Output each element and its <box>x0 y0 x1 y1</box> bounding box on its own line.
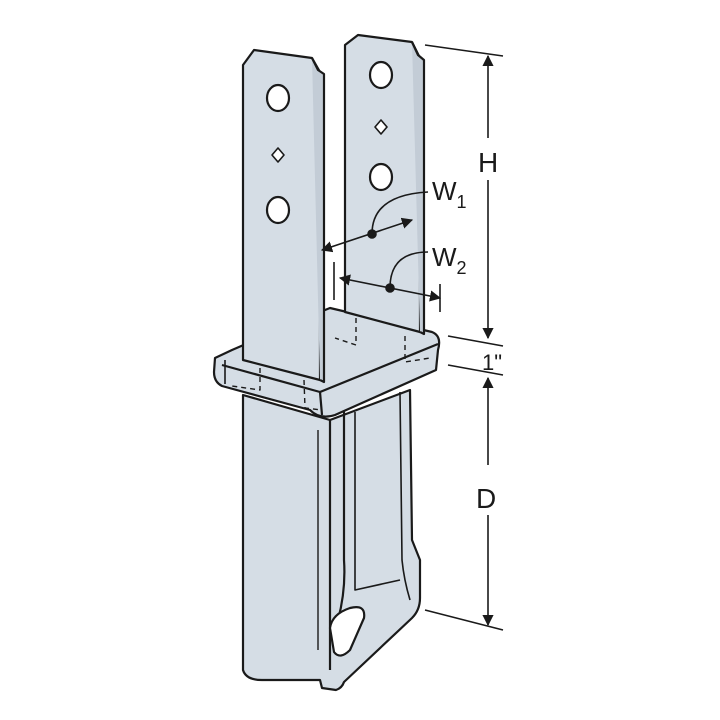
standoff-label: 1" <box>482 350 502 375</box>
width2-label: W2 <box>432 242 467 278</box>
left-upright <box>241 48 326 384</box>
width1-label: W1 <box>432 176 467 212</box>
depth-label: D <box>476 483 496 514</box>
right-upright <box>343 33 426 336</box>
lower-body <box>241 388 422 692</box>
height-label: H <box>478 147 498 178</box>
dimension-lines <box>320 44 504 631</box>
